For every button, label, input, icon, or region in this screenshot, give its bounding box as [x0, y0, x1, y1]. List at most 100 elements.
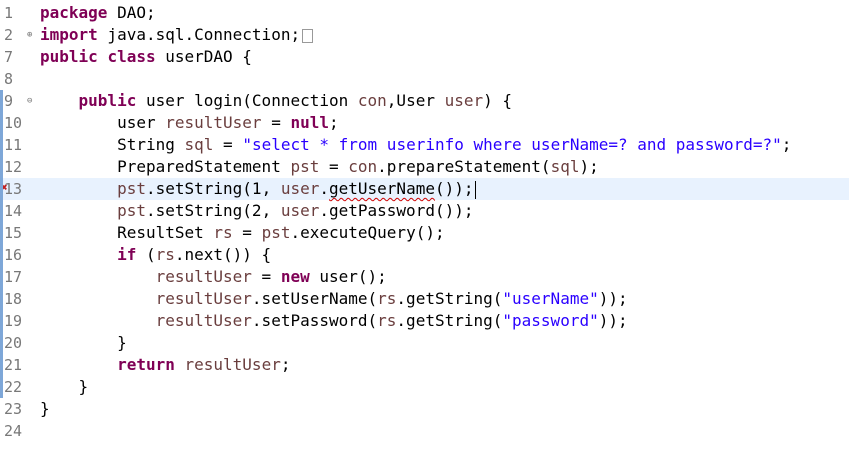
code-token: getUserName [329, 179, 435, 198]
code-token: .setString(2, [145, 201, 281, 220]
code-token [40, 267, 156, 286]
code-line[interactable]: 11 String sql = "select * from userinfo … [0, 134, 849, 156]
code-token: rs [213, 223, 233, 242]
code-token: )); [598, 289, 628, 308]
code-token: } [40, 399, 50, 418]
code-token: "select * from userinfo where userName=?… [242, 135, 782, 154]
code-line[interactable]: 20 } [0, 332, 849, 354]
code-token [40, 289, 156, 308]
code-token: sql [550, 157, 580, 176]
code-token: resultUser [165, 113, 262, 132]
code-token: = [261, 113, 291, 132]
code-line[interactable]: 24 [0, 420, 849, 442]
line-code: resultUser.setUserName(rs.getString("use… [40, 288, 628, 310]
line-code: resultUser.setPassword(rs.getString("pas… [40, 310, 628, 332]
code-token: . [319, 179, 329, 198]
code-token: user [280, 179, 320, 198]
fold-collapse-icon[interactable]: ⊖ [27, 96, 33, 106]
code-token: ; [280, 355, 291, 374]
code-token: ; [781, 135, 792, 154]
code-token: String [40, 135, 185, 154]
code-token: PreparedStatement [40, 157, 291, 176]
code-token: if [117, 245, 137, 264]
line-code: package DAO; [40, 2, 156, 24]
line-code: if (rs.next()) { [40, 244, 271, 266]
code-token: .getString( [396, 311, 503, 330]
line-code: return resultUser; [40, 354, 290, 376]
line-code: import java.sql.Connection; [40, 24, 314, 46]
code-token: "password" [502, 311, 599, 330]
line-number: 13 [4, 180, 23, 198]
line-code: public user login(Connection con,User us… [40, 90, 513, 112]
code-line[interactable]: 13✖ pst.setString(1, user.getUserName())… [0, 178, 849, 200]
code-token: ; [329, 113, 339, 132]
code-line[interactable]: 7 public class userDAO { [0, 46, 849, 68]
code-line[interactable]: 17 resultUser = new user(); [0, 266, 849, 288]
code-token: new [280, 267, 310, 286]
code-token: )); [598, 311, 628, 330]
line-number: 24 [4, 422, 23, 440]
line-code: public class userDAO { [40, 46, 252, 68]
code-token: = [251, 267, 281, 286]
code-token: user(); [309, 267, 387, 286]
code-token: user [40, 113, 166, 132]
line-code: user resultUser = null; [40, 112, 339, 134]
line-number: 8 [4, 70, 14, 88]
code-token: .next()) { [174, 245, 272, 264]
line-code: pst.setString(1, user.getUserName()); [40, 178, 476, 200]
code-line[interactable]: 19 resultUser.setPassword(rs.getString("… [0, 310, 849, 332]
line-number: 20 [4, 334, 23, 352]
code-token: import [40, 25, 98, 44]
code-line[interactable]: 16 if (rs.next()) { [0, 244, 849, 266]
code-token: .setPassword( [251, 311, 378, 330]
line-number: 9 [4, 92, 14, 110]
code-line[interactable]: 8 [0, 68, 849, 90]
code-token: .setString(1, [145, 179, 281, 198]
code-line[interactable]: 9 ⊖ public user login(Connection con,User… [0, 90, 849, 112]
fold-expand-icon[interactable]: ⊕ [27, 30, 33, 40]
line-number: 18 [4, 290, 23, 308]
code-token: rs [377, 311, 397, 330]
code-token: resultUser [155, 311, 252, 330]
code-token: userDAO { [155, 47, 252, 66]
line-code: } [40, 398, 50, 420]
code-token: public [78, 91, 137, 110]
code-line[interactable]: 14 pst.setString(2, user.getPassword()); [0, 200, 849, 222]
code-line[interactable]: 2 ⊕ import java.sql.Connection; [0, 24, 849, 46]
code-token: .prepareStatement( [377, 157, 551, 176]
text-caret [474, 180, 476, 199]
code-token: java.sql.Connection; [97, 25, 301, 44]
code-line[interactable]: 15 ResultSet rs = pst.executeQuery(); [0, 222, 849, 244]
line-number: 14 [4, 202, 23, 220]
line-code: resultUser = new user(); [40, 266, 387, 288]
error-marker-icon[interactable]: ✖ [1, 181, 8, 194]
line-number: 16 [4, 246, 23, 264]
code-token: } [40, 377, 89, 396]
code-line[interactable]: 21 return resultUser; [0, 354, 849, 376]
code-token [40, 311, 156, 330]
code-token: return [117, 355, 175, 374]
line-number-gutter [0, 0, 36, 459]
code-token [40, 201, 117, 220]
code-token: = [319, 157, 349, 176]
code-line[interactable]: 23} [0, 398, 849, 420]
code-token: } [40, 333, 127, 352]
code-token: .setUserName( [251, 289, 378, 308]
code-line[interactable]: 12 PreparedStatement pst = con.prepareSt… [0, 156, 849, 178]
code-token: pst [117, 201, 146, 220]
line-number: 23 [4, 400, 23, 418]
code-token: = [213, 135, 243, 154]
code-token: con [357, 91, 387, 110]
code-token: con [348, 157, 378, 176]
line-code: } [40, 376, 89, 398]
code-line[interactable]: 10 user resultUser = null; [0, 112, 849, 134]
line-number: 15 [4, 224, 23, 242]
line-number: 2 [4, 26, 14, 44]
line-number: 7 [4, 48, 14, 66]
code-line[interactable]: 22 } [0, 376, 849, 398]
line-number: 1 [4, 4, 14, 22]
code-line[interactable]: 18 resultUser.setUserName(rs.getString("… [0, 288, 849, 310]
code-line[interactable]: 1 package DAO; [0, 2, 849, 24]
collapsed-region-icon[interactable] [302, 28, 314, 43]
